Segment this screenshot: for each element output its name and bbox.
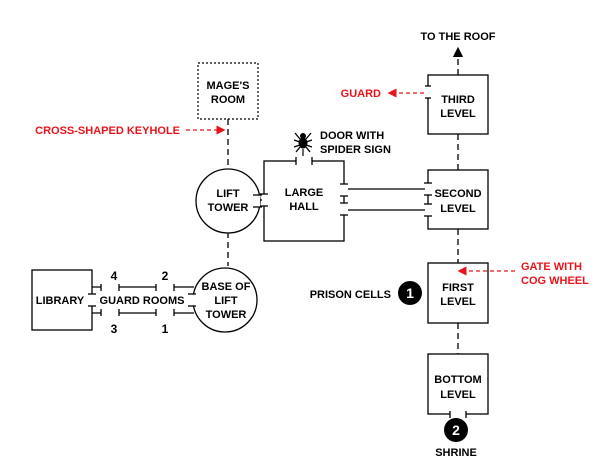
to-roof-label: TO THE ROOF	[421, 31, 496, 43]
bottom-level-label-1: BOTTOM	[434, 374, 481, 386]
gate-label-2: COG WHEEL	[521, 275, 589, 287]
spider-icon	[293, 132, 313, 156]
third-level-room	[427, 74, 489, 135]
lift-tower-room	[195, 168, 261, 234]
base-lift-label-1: BASE OF	[202, 281, 251, 293]
prison-cells-badge	[398, 281, 422, 305]
keyhole-label: CROSS-SHAPED KEYHOLE	[35, 125, 180, 137]
second-level-label-1: SECOND	[434, 188, 481, 200]
door-spider-label-1: DOOR WITH	[320, 130, 384, 142]
lift-tower-label-2: TOWER	[208, 202, 249, 214]
shrine-badge	[444, 418, 468, 442]
prison-cells-label: PRISON CELLS	[310, 289, 391, 301]
third-level-label-1: THIRD	[441, 94, 475, 106]
third-level-door	[425, 86, 431, 98]
bottom-level-door	[450, 411, 466, 417]
base-lift-label-2: LIFT	[214, 295, 237, 307]
mages-room	[197, 62, 259, 120]
library-label: LIBRARY	[36, 295, 85, 307]
shrine-badge-number: 2	[452, 422, 460, 438]
prison-cells-badge-number: 1	[406, 285, 414, 301]
first-level-label-1: FIRST	[442, 282, 474, 294]
base-lift-label-3: TOWER	[206, 309, 247, 321]
shrine-label: SHRINE	[435, 447, 477, 459]
mages-room-label-1: MAGE'S	[207, 80, 250, 92]
guard-label: GUARD	[341, 88, 381, 100]
gate-label-1: GATE WITH	[521, 261, 582, 273]
first-level-label-2: LEVEL	[440, 296, 476, 308]
third-level-label-2: LEVEL	[440, 108, 476, 120]
large-hall-label-2: HALL	[289, 201, 319, 213]
bottom-level-label-2: LEVEL	[440, 389, 476, 401]
large-hall-label-1: LARGE	[285, 187, 324, 199]
guard-room-3-number: 3	[111, 322, 118, 336]
library-room	[31, 269, 93, 331]
guard-rooms-corridor	[88, 284, 196, 316]
guard-rooms-label: GUARD ROOMS	[100, 295, 185, 307]
mages-room-label-2: ROOM	[211, 94, 245, 106]
door-spider-label-2: SPIDER SIGN	[320, 144, 391, 156]
second-level-room	[427, 169, 489, 230]
guard-room-1-number: 1	[162, 322, 169, 336]
second-level-label-2: LEVEL	[440, 203, 476, 215]
guard-room-2-number: 2	[162, 269, 169, 283]
lift-tower-label-1: LIFT	[216, 188, 239, 200]
guard-room-4-number: 4	[111, 269, 118, 283]
large-hall-room	[263, 160, 345, 242]
